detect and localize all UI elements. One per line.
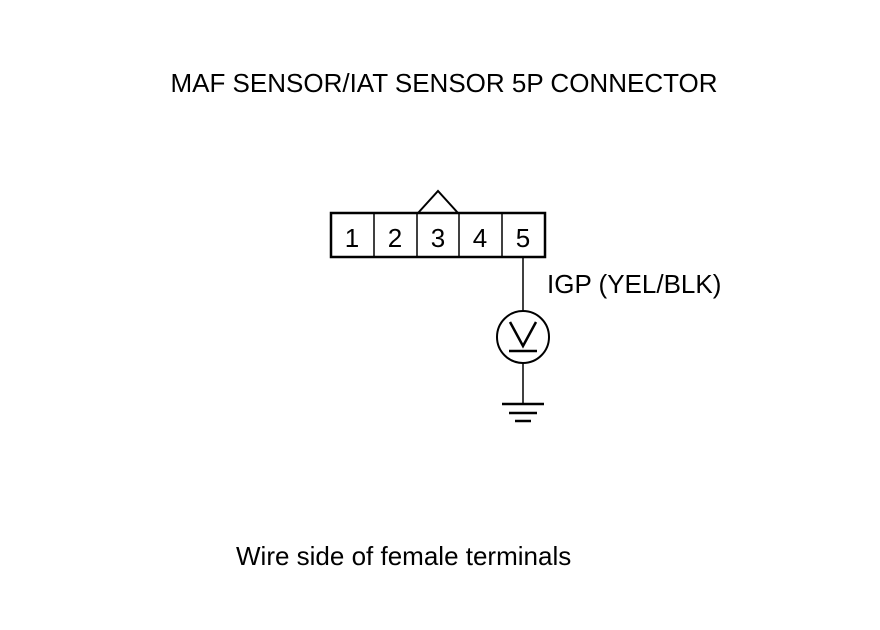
wire-label: IGP (YEL/BLK)	[547, 269, 721, 299]
connector-housing	[329, 211, 547, 259]
terminal-4: 4	[473, 223, 487, 253]
terminal-1: 1	[345, 223, 359, 253]
connector-5p: 1 2 3 4 5	[329, 189, 547, 259]
voltmeter-icon	[496, 310, 550, 364]
connector-lock-tab	[417, 189, 459, 214]
terminal-3: 3	[431, 223, 445, 253]
terminal-5: 5	[516, 223, 530, 253]
diagram-title: MAF SENSOR/IAT SENSOR 5P CONNECTOR	[170, 68, 717, 98]
ground-icon	[502, 402, 544, 423]
terminal-2: 2	[388, 223, 402, 253]
footer-caption: Wire side of female terminals	[236, 541, 571, 571]
